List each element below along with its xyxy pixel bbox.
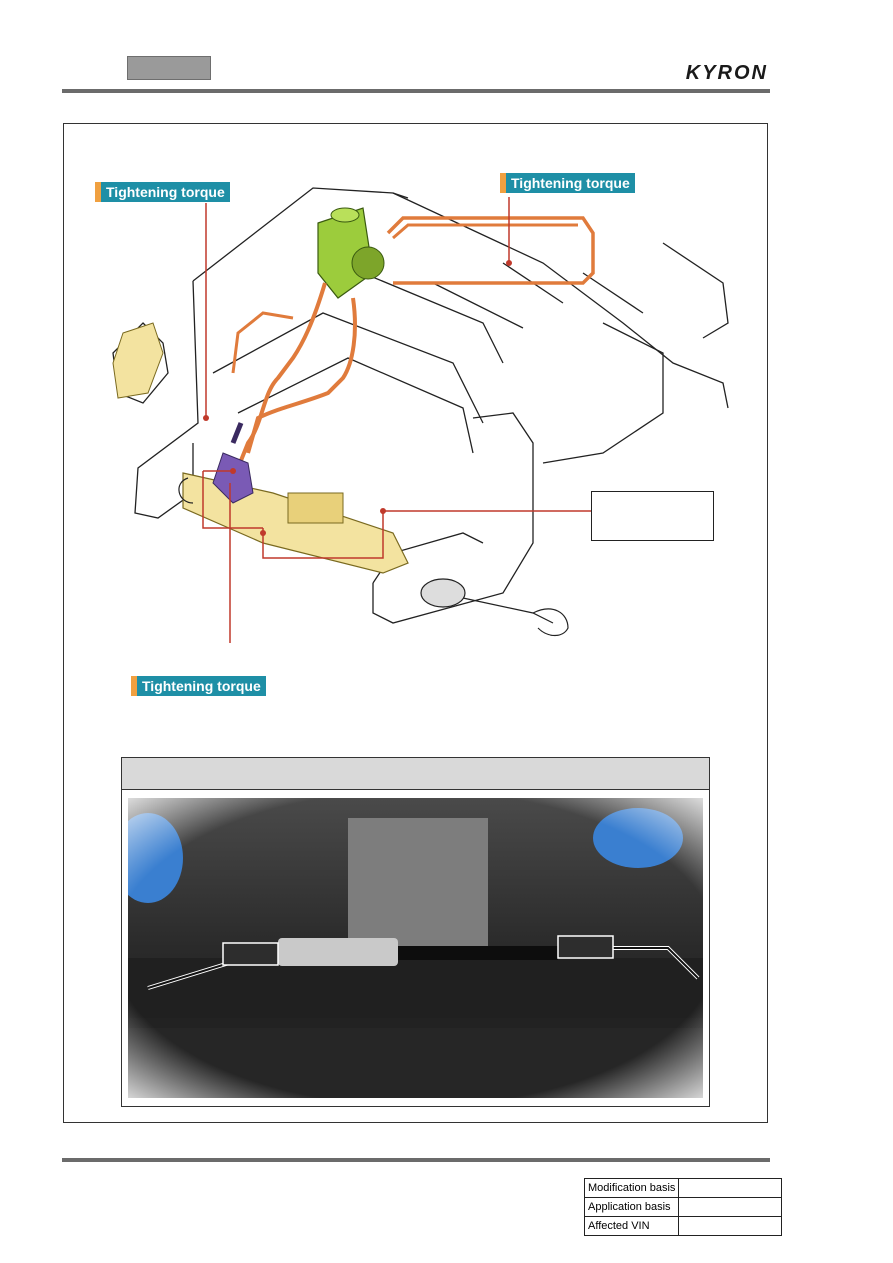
photo-panel-header (122, 758, 709, 790)
row-value (678, 1178, 783, 1198)
torque-label-text: Tightening torque (137, 676, 266, 696)
callout-markers (203, 260, 512, 536)
row-value (678, 1197, 783, 1217)
return-hose (231, 311, 294, 374)
callout-box (591, 491, 714, 541)
table-row: Modification basis (583, 1178, 783, 1198)
section-tab (127, 56, 211, 80)
photo-panel (121, 757, 710, 1107)
callout-lines (202, 197, 591, 643)
row-label: Affected VIN (583, 1216, 680, 1236)
footer-rule (62, 1158, 770, 1162)
pressure-hose (246, 297, 357, 454)
kyron-logo: KYRON (686, 62, 768, 84)
steering-knuckle (112, 322, 164, 399)
table-row: Application basis (583, 1197, 783, 1217)
steering-gear (182, 422, 409, 574)
pressure-pipe (392, 223, 578, 240)
return-pipe (386, 216, 595, 285)
tie-rod-assembly (178, 477, 569, 637)
power-steering-reservoir (317, 207, 385, 299)
diagram-frame (63, 123, 768, 1123)
torque-label-right: Tightening torque (500, 173, 635, 193)
revision-info-table: Modification basis Application basis Aff… (583, 1178, 783, 1236)
steering-system-illustration (112, 187, 729, 643)
row-label: Application basis (583, 1197, 680, 1217)
torque-accent (95, 182, 101, 202)
row-label: Modification basis (583, 1178, 680, 1198)
torque-accent (500, 173, 506, 193)
torque-label-text: Tightening torque (506, 173, 635, 193)
header-rule (62, 89, 770, 93)
table-row: Affected VIN (583, 1216, 783, 1236)
steering-gear-photo (128, 798, 703, 1098)
subframe-outline (112, 187, 729, 624)
torque-accent (131, 676, 137, 696)
row-value (678, 1216, 783, 1236)
torque-label-text: Tightening torque (101, 182, 230, 202)
torque-label-bottom: Tightening torque (131, 676, 266, 696)
torque-label-left: Tightening torque (95, 182, 230, 202)
brand-logo-text: KYRON (686, 62, 768, 84)
